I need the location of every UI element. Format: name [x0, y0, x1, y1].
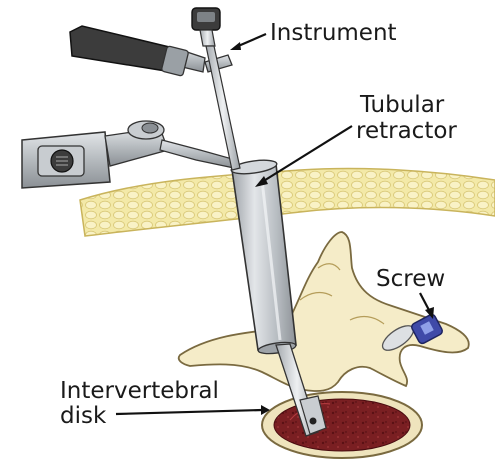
label-tubular-retractor-line2: retractor: [356, 118, 457, 144]
vertebra: [179, 232, 469, 391]
label-tubular-retractor-line1: Tubular: [359, 92, 445, 118]
label-screw: Screw: [376, 266, 445, 292]
arrowhead-instrument: [230, 42, 241, 50]
tissue-layer: [80, 168, 495, 236]
arrow-instrument: [236, 34, 266, 47]
intervertebral-disk: [262, 392, 422, 458]
label-intervertebral-disk-line2: disk: [60, 403, 107, 429]
arrow-intervertebral-disk: [116, 410, 262, 414]
label-intervertebral-disk-line1: Intervertebral: [60, 378, 219, 404]
label-instrument: Instrument: [270, 20, 397, 46]
